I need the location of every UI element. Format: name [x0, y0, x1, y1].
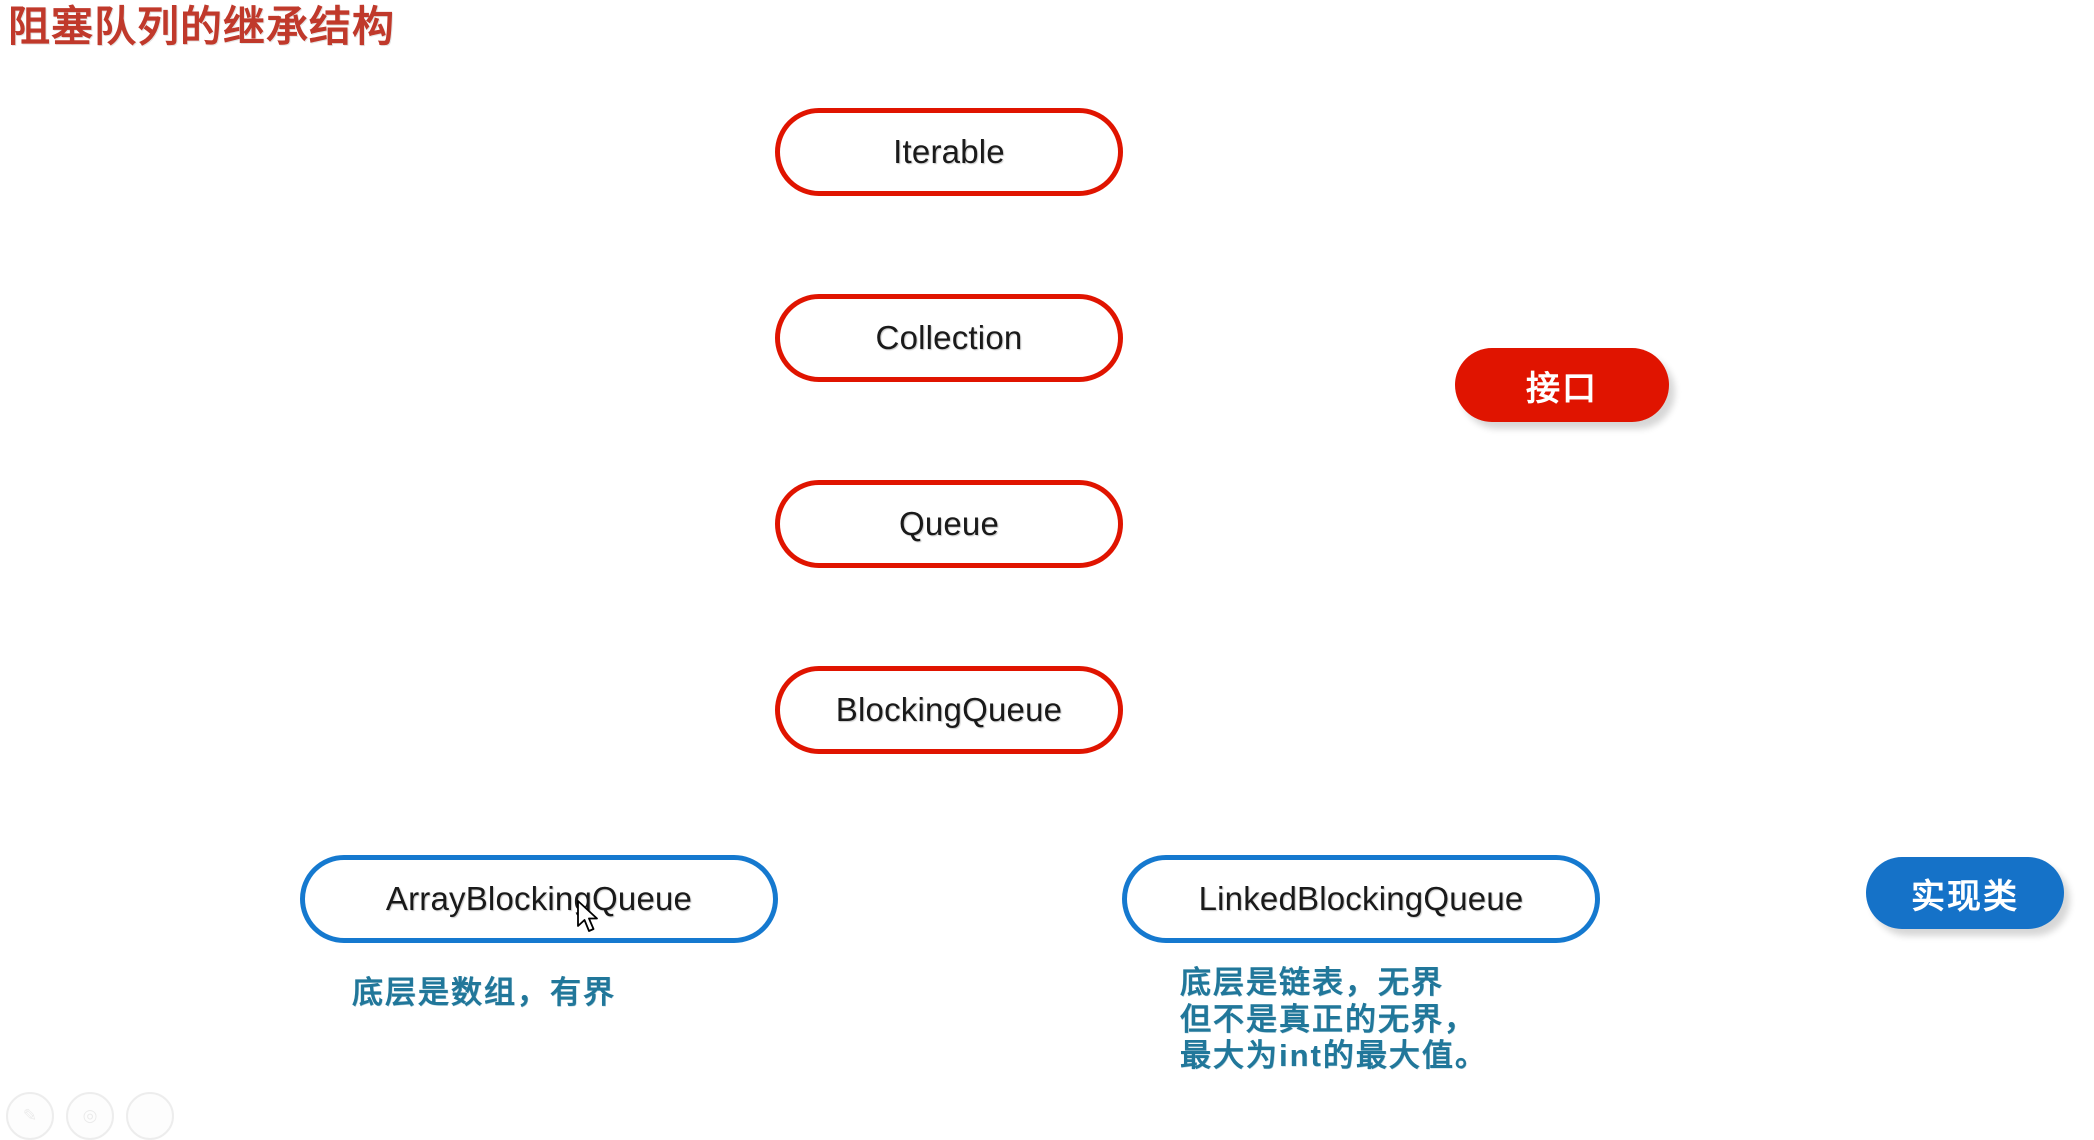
- node-queue[interactable]: Queue: [775, 480, 1123, 568]
- blank-icon[interactable]: [126, 1092, 174, 1140]
- circle-icon[interactable]: ◎: [66, 1092, 114, 1140]
- node-blockingqueue[interactable]: BlockingQueue: [775, 666, 1123, 754]
- page-title: 阻塞队列的继承结构: [8, 3, 396, 50]
- node-linkedblockingqueue[interactable]: LinkedBlockingQueue: [1122, 855, 1600, 943]
- node-arrayblockingqueue[interactable]: ArrayBlockingQueue: [300, 855, 778, 943]
- pen-icon[interactable]: ✎: [6, 1092, 54, 1140]
- bottom-toolbar[interactable]: ✎ ◎: [6, 1092, 174, 1140]
- legend-badge-implclass[interactable]: 实现类: [1866, 857, 2064, 929]
- node-collection[interactable]: Collection: [775, 294, 1123, 382]
- legend-badge-interface[interactable]: 接口: [1455, 348, 1669, 422]
- annotation-arrayblockingqueue: 底层是数组，有界: [352, 975, 616, 1010]
- annotation-linkedblockingqueue: 底层是链表，无界 但不是真正的无界， 最大为int的最大值。: [1180, 965, 1488, 1074]
- node-iterable[interactable]: Iterable: [775, 108, 1123, 196]
